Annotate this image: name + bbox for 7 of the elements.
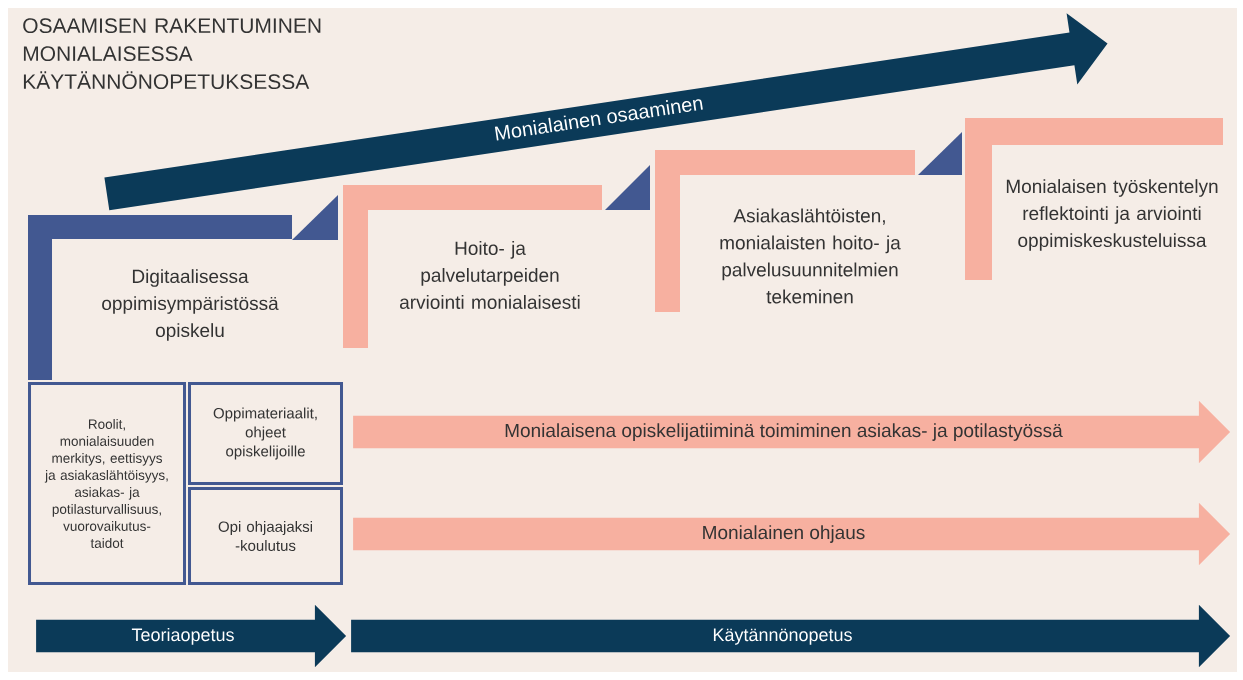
text-box: Oppimateriaalit, ohjeet opiskelijoille	[188, 382, 343, 485]
arrow-banner: Käytännönopetus	[351, 604, 1231, 668]
text-box: Roolit, monialaisuuden merkitys, eettisyys ja asiakaslähtöisyys, asiakas- ja potilasturvallisuus, vuorovaikutus- taidot	[28, 382, 186, 585]
arrow-banner: Teoriaopetus	[36, 604, 347, 668]
text-box: Opi ohjaajaksi -koulutus	[188, 487, 343, 585]
arrow-banner: Monialainen ohjaus	[353, 502, 1231, 566]
arrow-banner: Monialaisena opiskelijatiiminä toimiminen asiakas- ja potilastyössä	[353, 400, 1231, 464]
